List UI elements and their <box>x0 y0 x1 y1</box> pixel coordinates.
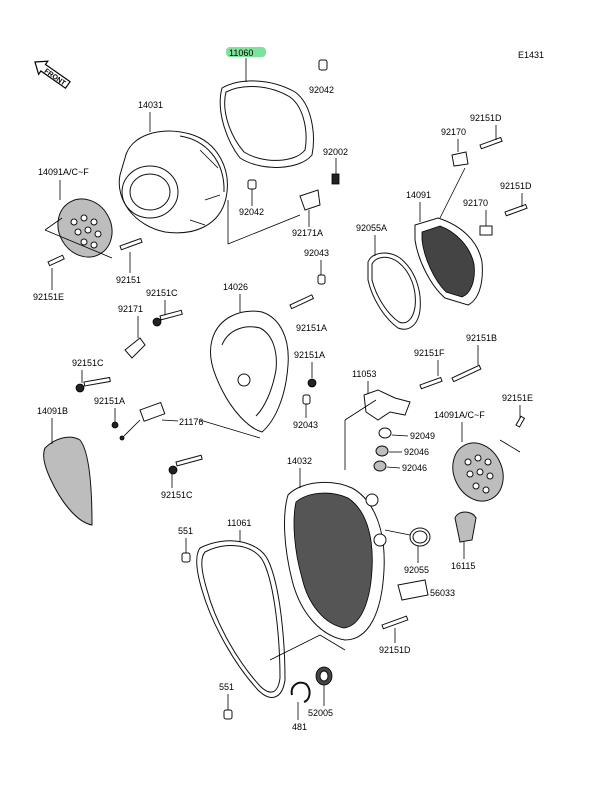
cover-14091[interactable] <box>414 217 483 306</box>
label-92171[interactable]: 92171 <box>118 304 143 314</box>
bolt-92151d-c[interactable] <box>381 615 409 630</box>
label-92043-b[interactable]: 92043 <box>293 420 318 430</box>
bracket-11053[interactable] <box>363 389 411 421</box>
label-52005[interactable]: 52005 <box>308 708 333 718</box>
label-sticker-56033[interactable] <box>397 579 429 601</box>
dowel-551-a[interactable] <box>181 552 191 563</box>
label-92151d-b[interactable]: 92151D <box>500 181 532 191</box>
label-551-b[interactable]: 551 <box>219 682 234 692</box>
dowel-pin-92042-b[interactable] <box>247 179 257 190</box>
bolt-92151e-right[interactable] <box>515 415 526 428</box>
label-92043-a[interactable]: 92043 <box>304 248 329 258</box>
label-92151e-b[interactable]: 92151E <box>502 393 533 403</box>
bolt-92151e-left[interactable] <box>47 254 65 267</box>
label-14091acf[interactable]: 14091A/C~F <box>38 167 89 177</box>
label-92151c-a[interactable]: 92151C <box>146 288 178 298</box>
label-92151a-a[interactable]: 92151A <box>296 323 327 333</box>
label-92151d-a[interactable]: 92151D <box>470 113 502 123</box>
dowel-pin-92042-a[interactable] <box>318 59 328 71</box>
label-14091acf-b[interactable]: 14091A/C~F <box>434 410 485 420</box>
pin-92043-b[interactable] <box>302 394 311 405</box>
label-92046-b[interactable]: 92046 <box>402 463 427 473</box>
bolt-92151c-a[interactable] <box>159 309 183 321</box>
label-92170-a[interactable]: 92170 <box>441 127 466 137</box>
bolt-head-92151c-a <box>152 317 162 327</box>
bolt-92151c-c[interactable] <box>175 454 203 467</box>
label-92002[interactable]: 92002 <box>323 147 348 157</box>
label-14091b[interactable]: 14091B <box>37 406 68 416</box>
label-92151f[interactable]: 92151F <box>414 348 445 358</box>
generator-cover-14031[interactable] <box>118 130 228 234</box>
label-11060[interactable]: 11060 <box>229 48 253 58</box>
oil-seal-92049[interactable] <box>378 427 392 439</box>
clamp-92170-b[interactable] <box>479 225 493 236</box>
label-92151e-a[interactable]: 92151E <box>33 292 64 302</box>
label-92055a[interactable]: 92055A <box>356 223 387 233</box>
bolt-92151b[interactable] <box>451 364 482 383</box>
highlight-marker <box>226 47 266 57</box>
label-14091[interactable]: 14091 <box>406 190 431 200</box>
label-11053[interactable]: 11053 <box>352 369 376 379</box>
label-92042-a[interactable]: 92042 <box>309 85 334 95</box>
cover-14091b[interactable] <box>43 436 93 526</box>
chain-cover-14026[interactable] <box>209 310 289 433</box>
label-92049[interactable]: 92049 <box>410 431 435 441</box>
clamp-92171a[interactable] <box>299 189 321 211</box>
bolt-92151f[interactable] <box>419 376 443 390</box>
label-16115[interactable]: 16115 <box>451 561 475 571</box>
label-92151d-c[interactable]: 92151D <box>379 645 411 655</box>
label-92151a-b[interactable]: 92151A <box>294 350 325 360</box>
label-92171a[interactable]: 92171A <box>292 228 323 238</box>
bolt-92151c-b[interactable] <box>83 376 111 387</box>
bearing-52005[interactable] <box>315 666 333 686</box>
bolt-92151d-a[interactable] <box>479 136 503 150</box>
label-92042-b[interactable]: 92042 <box>239 207 264 217</box>
label-92046-a[interactable]: 92046 <box>404 447 429 457</box>
cap-16115[interactable] <box>454 511 477 543</box>
label-92151c-c[interactable]: 92151C <box>161 490 193 500</box>
label-92151a-c[interactable]: 92151A <box>94 396 125 406</box>
label-92151c-b[interactable]: 92151C <box>72 358 104 368</box>
clamp-92171[interactable] <box>124 337 146 359</box>
label-14032[interactable]: 14032 <box>287 456 312 466</box>
plug-92002[interactable] <box>331 173 340 185</box>
cover-14091acf-right[interactable] <box>444 435 513 510</box>
label-92055[interactable]: 92055 <box>404 565 429 575</box>
front-arrow: FRONT <box>34 60 71 90</box>
clamp-92170-a[interactable] <box>451 151 469 167</box>
bearing-92046-a[interactable] <box>375 445 389 457</box>
gasket-11061[interactable] <box>196 540 286 698</box>
label-14026[interactable]: 14026 <box>223 282 248 292</box>
sensor-21176[interactable] <box>119 401 166 441</box>
bearing-92046-b[interactable] <box>373 460 387 472</box>
label-92151b[interactable]: 92151B <box>466 333 497 343</box>
bolt-92151a-a[interactable] <box>289 294 315 310</box>
diagram-code: E1431 <box>518 50 544 60</box>
label-551-a[interactable]: 551 <box>178 526 193 536</box>
bolt-92151d-b[interactable] <box>504 203 528 217</box>
clutch-cover-14032[interactable] <box>284 481 387 641</box>
label-11061[interactable]: 11061 <box>227 518 251 528</box>
pin-92043-a[interactable] <box>317 274 326 285</box>
label-481[interactable]: 481 <box>292 722 307 732</box>
cover-14091acf-left[interactable] <box>47 189 122 267</box>
label-14031[interactable]: 14031 <box>138 100 163 110</box>
label-21176[interactable]: 21176 <box>179 417 203 427</box>
bolt-head-92151c-b <box>75 383 85 393</box>
circlip-481[interactable] <box>290 681 311 703</box>
bolt-head-92151c-c <box>168 465 178 475</box>
bolt-92151a-b[interactable] <box>307 378 317 388</box>
bolt-92151a-c[interactable] <box>111 421 119 429</box>
label-56033[interactable]: 56033 <box>430 588 455 598</box>
bolt-92151[interactable] <box>119 237 143 251</box>
label-92151[interactable]: 92151 <box>116 275 141 285</box>
label-92170-b[interactable]: 92170 <box>463 198 488 208</box>
dowel-551-b[interactable] <box>223 709 233 720</box>
